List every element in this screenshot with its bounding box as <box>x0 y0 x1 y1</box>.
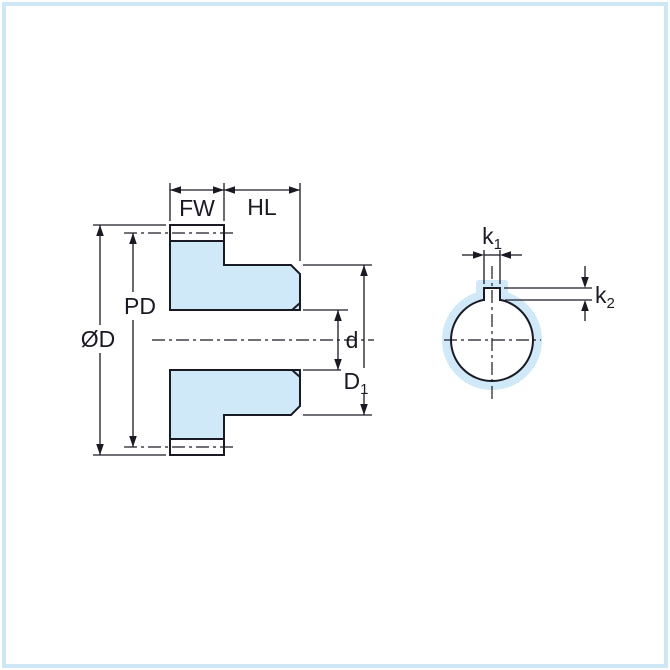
dim-label-hub-sub: 1 <box>360 381 368 398</box>
end-view: k1 k2 <box>442 223 615 400</box>
arrowhead <box>334 310 342 321</box>
section-view: FW HL ØD PD <box>79 183 374 456</box>
arrowhead <box>473 251 484 259</box>
arrowhead <box>581 300 589 311</box>
dim-label-k2-sub: 2 <box>607 295 615 312</box>
bore-chamfer-tick-top <box>291 302 301 311</box>
keyway-outline <box>483 287 501 301</box>
arrowhead <box>581 277 589 288</box>
dim-label-fw: FW <box>179 195 215 221</box>
arrowhead <box>96 444 104 455</box>
arrowhead <box>500 251 511 259</box>
label-background <box>120 292 161 320</box>
arrowhead <box>360 404 368 415</box>
label-background <box>79 325 117 353</box>
gear-body-upper <box>169 240 301 311</box>
dim-label-keyway-width: k1 <box>482 223 502 253</box>
label-background <box>341 368 373 394</box>
dim-fw-hl: FW HL <box>169 183 301 261</box>
arrowhead <box>96 225 104 236</box>
dim-label-bore: d <box>346 327 359 353</box>
dim-label-keyway-depth: k2 <box>595 282 615 312</box>
arrowhead <box>334 359 342 370</box>
arrowhead <box>129 436 137 447</box>
dim-label-od: ØD <box>81 326 116 352</box>
dim-pd: PD <box>120 233 161 447</box>
dim-label-k1-base: k <box>482 223 494 249</box>
arrowhead <box>170 186 181 194</box>
arrowhead <box>224 186 235 194</box>
dim-label-pd: PD <box>124 293 156 319</box>
dim-od: ØD <box>79 224 166 456</box>
dim-label-k1-sub: 1 <box>494 236 502 253</box>
dim-label-hub: D1 <box>344 368 369 398</box>
dim-keyway-width: k1 <box>462 223 522 284</box>
dim-label-hl: HL <box>247 194 277 220</box>
arrowhead <box>213 186 224 194</box>
dim-label-k2-base: k <box>595 282 607 308</box>
arrowhead <box>289 186 300 194</box>
gear-body-lower <box>169 369 301 440</box>
bore-chamfer-tick-bottom <box>291 369 301 378</box>
arrowhead <box>360 265 368 276</box>
arrowhead <box>129 233 137 244</box>
dim-keyway-depth: k2 <box>504 266 615 321</box>
dim-bore: d <box>303 309 359 371</box>
dim-label-hub-base: D <box>344 368 361 394</box>
dim-hub: D1 <box>303 264 373 416</box>
